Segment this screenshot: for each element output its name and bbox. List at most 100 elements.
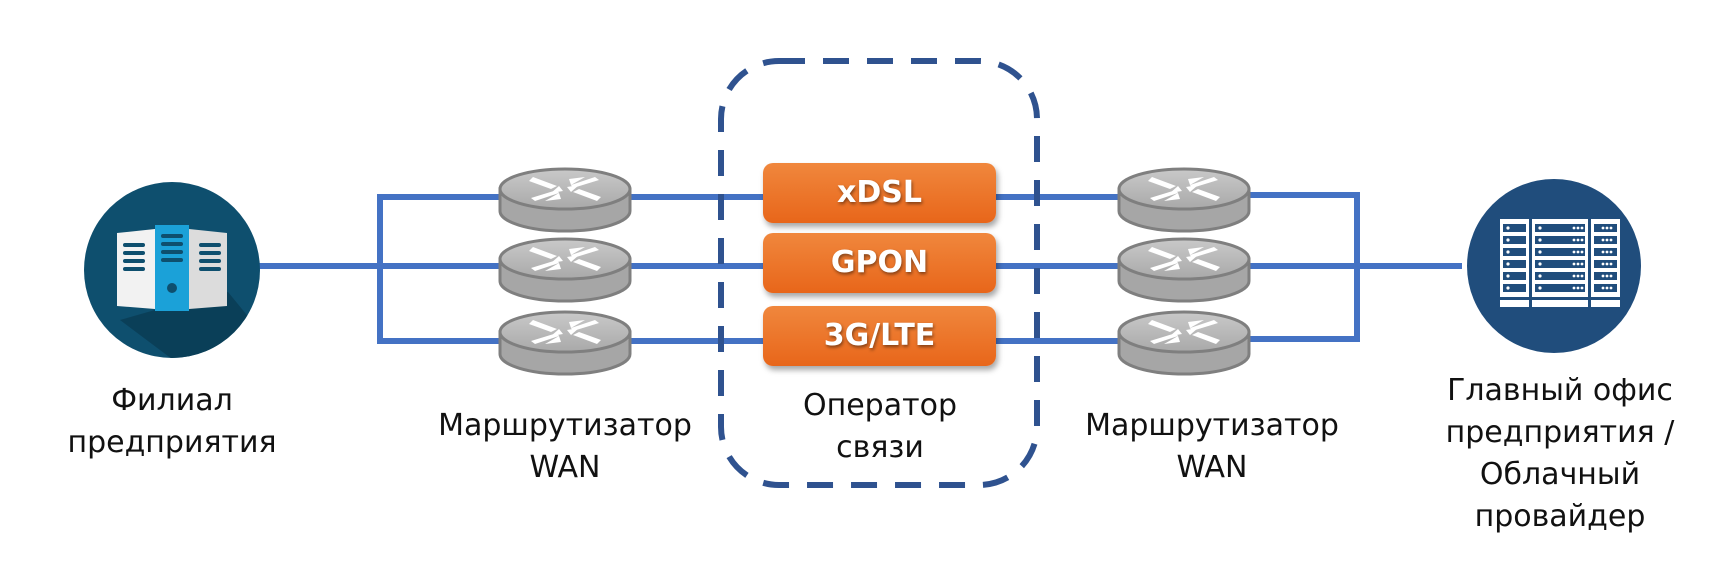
- rack-led: [1572, 262, 1576, 266]
- rack-unit: [1535, 248, 1585, 256]
- rack-led: [1609, 238, 1613, 242]
- headquarters-label: Главный офис предприятия / Облачный пров…: [1420, 370, 1700, 538]
- rack-led: [1605, 238, 1609, 242]
- rack-unit: [1594, 272, 1617, 280]
- rack-led: [1538, 238, 1542, 242]
- router-icon: [498, 167, 632, 233]
- rack-unit: [1535, 260, 1585, 268]
- branch-label: Филиал предприятия: [62, 380, 282, 464]
- rack-led: [1576, 226, 1580, 230]
- rack-unit: [1503, 248, 1526, 256]
- right-router-label: Маршрутизатор WAN: [1072, 405, 1352, 489]
- rack-led: [1576, 238, 1580, 242]
- rack-led: [1506, 250, 1510, 254]
- rack-led: [1506, 274, 1510, 278]
- rack-led: [1605, 226, 1609, 230]
- rack-led: [1609, 250, 1613, 254]
- rack-led: [1580, 226, 1584, 230]
- rack-unit: [1594, 224, 1617, 232]
- long-shadow: [120, 292, 260, 358]
- left-router-label-line: Маршрутизатор: [438, 408, 692, 443]
- rack-led: [1572, 274, 1576, 278]
- rack-led: [1576, 286, 1580, 290]
- server-cluster-icon: [117, 225, 227, 311]
- right-routers: [1117, 167, 1251, 376]
- right-router-label-line: Маршрутизатор: [1085, 408, 1339, 443]
- router-icon: [1117, 310, 1251, 376]
- rack-unit: [1503, 284, 1526, 292]
- rack-unit: [1594, 236, 1617, 244]
- branch-label-line: Филиал: [111, 383, 233, 418]
- rack-led: [1609, 286, 1613, 290]
- rack-led: [1506, 238, 1510, 242]
- rack-led: [1601, 262, 1605, 266]
- left-router-label-line: WAN: [529, 450, 601, 485]
- rack-led: [1506, 226, 1510, 230]
- router-icon: [498, 237, 632, 303]
- rack-led: [1580, 262, 1584, 266]
- rack-led: [1572, 250, 1576, 254]
- link-gpon: GPON: [763, 233, 996, 293]
- rack-led: [1605, 262, 1609, 266]
- headquarters-label-line: провайдер: [1474, 499, 1646, 534]
- left-router-label: Маршрутизатор WAN: [425, 405, 705, 489]
- rack-led: [1538, 250, 1542, 254]
- operator-label-line: связи: [836, 430, 924, 465]
- rack-led: [1506, 286, 1510, 290]
- operator-boundary: [718, 58, 1040, 488]
- server-rack-icon: [1500, 219, 1620, 307]
- rack-led: [1601, 286, 1605, 290]
- rack-unit: [1503, 260, 1526, 268]
- right-links: [994, 192, 1462, 344]
- operator-label-line: Оператор: [803, 388, 957, 423]
- rack-led: [1576, 250, 1580, 254]
- rack-unit: [1535, 284, 1585, 292]
- router-icon: [1117, 237, 1251, 303]
- rack-unit: [1535, 236, 1585, 244]
- rack-unit: [1594, 260, 1617, 268]
- rack-unit: [1503, 236, 1526, 244]
- link-3g-lte: 3G/LTE: [763, 306, 996, 366]
- router-icon: [1117, 167, 1251, 233]
- left-bus: [377, 194, 510, 344]
- right-router-label-line: WAN: [1176, 450, 1248, 485]
- rack-led: [1580, 250, 1584, 254]
- rack-led: [1605, 286, 1609, 290]
- rack-led: [1506, 262, 1510, 266]
- left-links: [258, 194, 765, 344]
- rack-led: [1572, 238, 1576, 242]
- branch-office-node: [84, 182, 260, 358]
- router-icon: [498, 310, 632, 376]
- rack-unit: [1594, 284, 1617, 292]
- rack-led: [1601, 274, 1605, 278]
- branch-label-line: предприятия: [67, 425, 277, 460]
- rack-led: [1572, 286, 1576, 290]
- rack-led: [1576, 274, 1580, 278]
- operator-label: Оператор связи: [760, 385, 1000, 469]
- rack-led: [1576, 262, 1580, 266]
- rack-led: [1538, 286, 1542, 290]
- left-routers: [498, 167, 632, 376]
- rack-led: [1580, 238, 1584, 242]
- headquarters-label-line: Главный офис: [1447, 373, 1673, 408]
- rack-led: [1609, 262, 1613, 266]
- rack-led: [1580, 286, 1584, 290]
- rack-led: [1572, 226, 1576, 230]
- rack-led: [1601, 250, 1605, 254]
- rack-unit: [1594, 248, 1617, 256]
- rack-led: [1605, 250, 1609, 254]
- rack-unit: [1503, 224, 1526, 232]
- rack-led: [1601, 226, 1605, 230]
- headquarters-label-line: Облачный: [1479, 457, 1641, 492]
- rack-led: [1609, 226, 1613, 230]
- headquarters-node: [1467, 179, 1641, 353]
- headquarters-label-line: предприятия /: [1445, 415, 1675, 450]
- rack-unit: [1535, 272, 1585, 280]
- rack-unit: [1535, 224, 1585, 232]
- rack-led: [1538, 262, 1542, 266]
- rack-led: [1538, 226, 1542, 230]
- rack-led: [1605, 274, 1609, 278]
- rack-led: [1538, 274, 1542, 278]
- link-xdsl: xDSL: [763, 163, 996, 223]
